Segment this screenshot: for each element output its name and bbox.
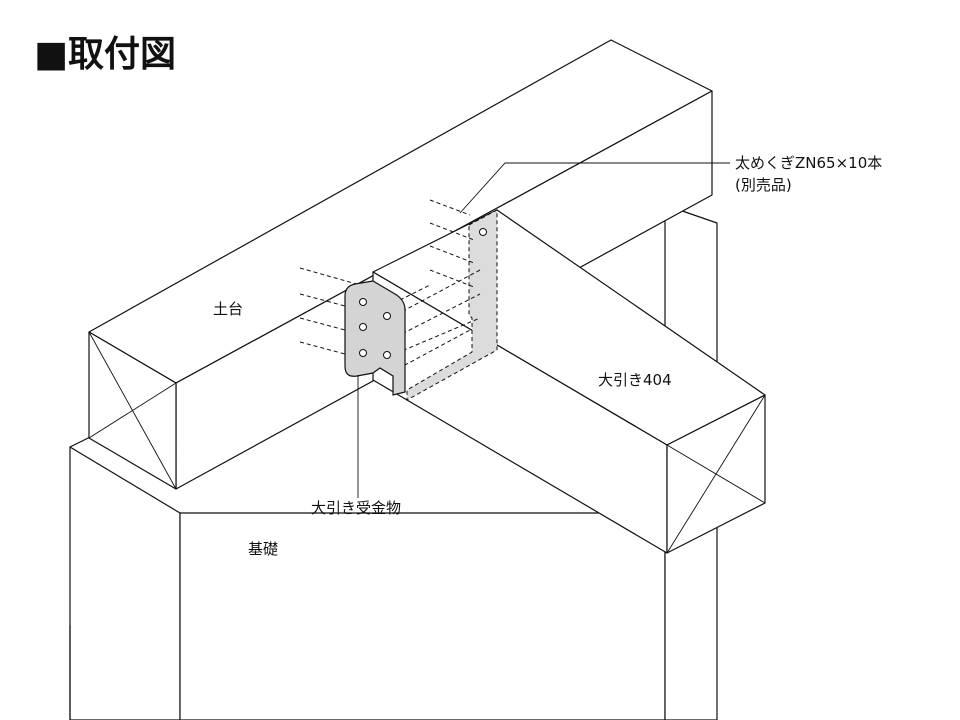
label-nail-note: (別売品) [735, 176, 792, 194]
beam-support-bracket [344, 280, 406, 396]
leader-lines [357, 162, 730, 498]
label-bracket: 大引き受金物 [311, 499, 401, 517]
foundation [69, 204, 718, 720]
diagram-title: ■取付図 [34, 34, 176, 75]
label-dodai: 土台 [213, 300, 243, 318]
label-kiso: 基礎 [248, 540, 278, 558]
label-nail-spec: 太めくぎZN65×10本 [735, 154, 882, 172]
label-obiki: 大引き404 [598, 371, 672, 389]
hidden-bracket-plate [406, 209, 498, 401]
